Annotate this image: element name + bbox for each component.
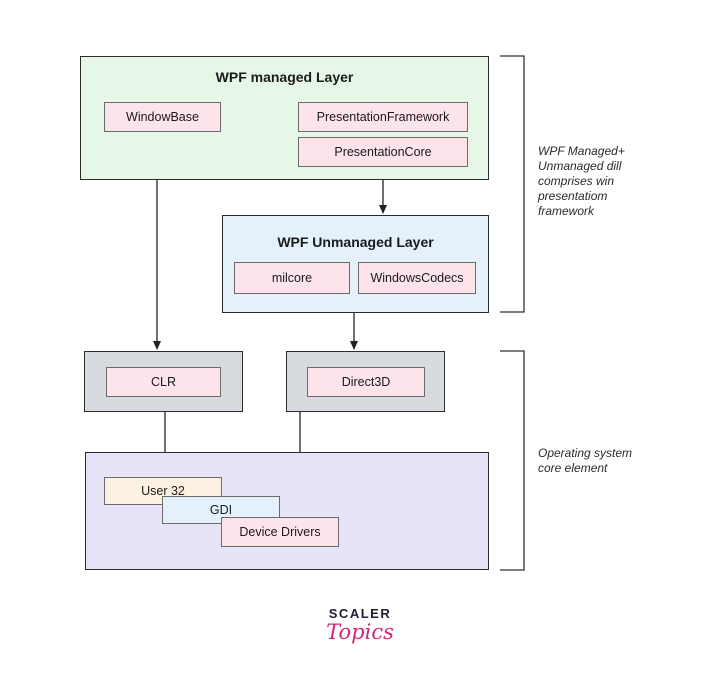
unmanaged-layer-title: WPF Unmanaged Layer [277,234,434,250]
scaler-logo-text: SCALER [328,606,392,621]
clr-component: CLR [106,367,221,397]
wpf-unmanaged-layer: WPF Unmanaged Layer milcore WindowsCodec… [222,215,489,313]
wpf-managed-layer: WPF managed Layer WindowBase Presentatio… [80,56,489,180]
windowscodecs-component: WindowsCodecs [358,262,476,294]
presentationframework-component: PresentationFramework [298,102,468,132]
bracket-wpf [500,55,525,313]
topics-logo-text: Topics [326,620,394,644]
managed-layer-title: WPF managed Layer [215,69,354,85]
direct3d-component: Direct3D [307,367,425,397]
direct3d-container: Direct3D [286,351,445,412]
clr-container: CLR [84,351,243,412]
windowbase-component: WindowBase [104,102,221,132]
bracket-os [500,350,525,571]
device-drivers-component: Device Drivers [221,517,339,547]
os-bracket-note: Operating system core element [538,446,633,475]
wpf-bracket-note: WPF Managed+ Unmanaged dill comprises wi… [538,144,625,218]
milcore-component: milcore [234,262,350,294]
os-core-container [85,452,489,570]
presentationcore-component: PresentationCore [298,137,468,167]
